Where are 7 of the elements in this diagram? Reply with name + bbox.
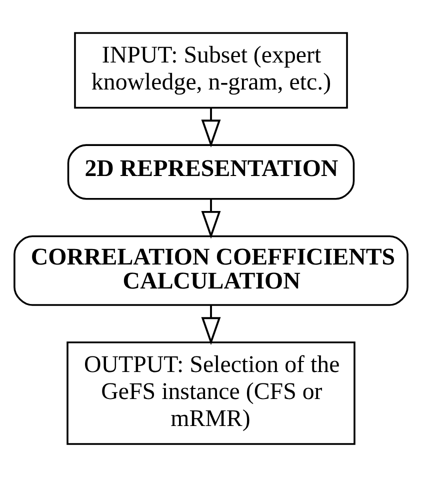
node-box: INPUT: Subset (expert knowledge, n-gram, etc.) [74,32,348,109]
arrow [201,199,221,239]
node-box: OUTPUT: Selection of the GeFS instance (CFS or mRMR) [66,341,356,445]
node-box: CORRELATION COEFFICIENTS CALCULATION [14,235,408,306]
arrow [201,305,221,345]
node-box: 2D REPRESENTATION [67,144,355,200]
arrow [201,108,221,148]
